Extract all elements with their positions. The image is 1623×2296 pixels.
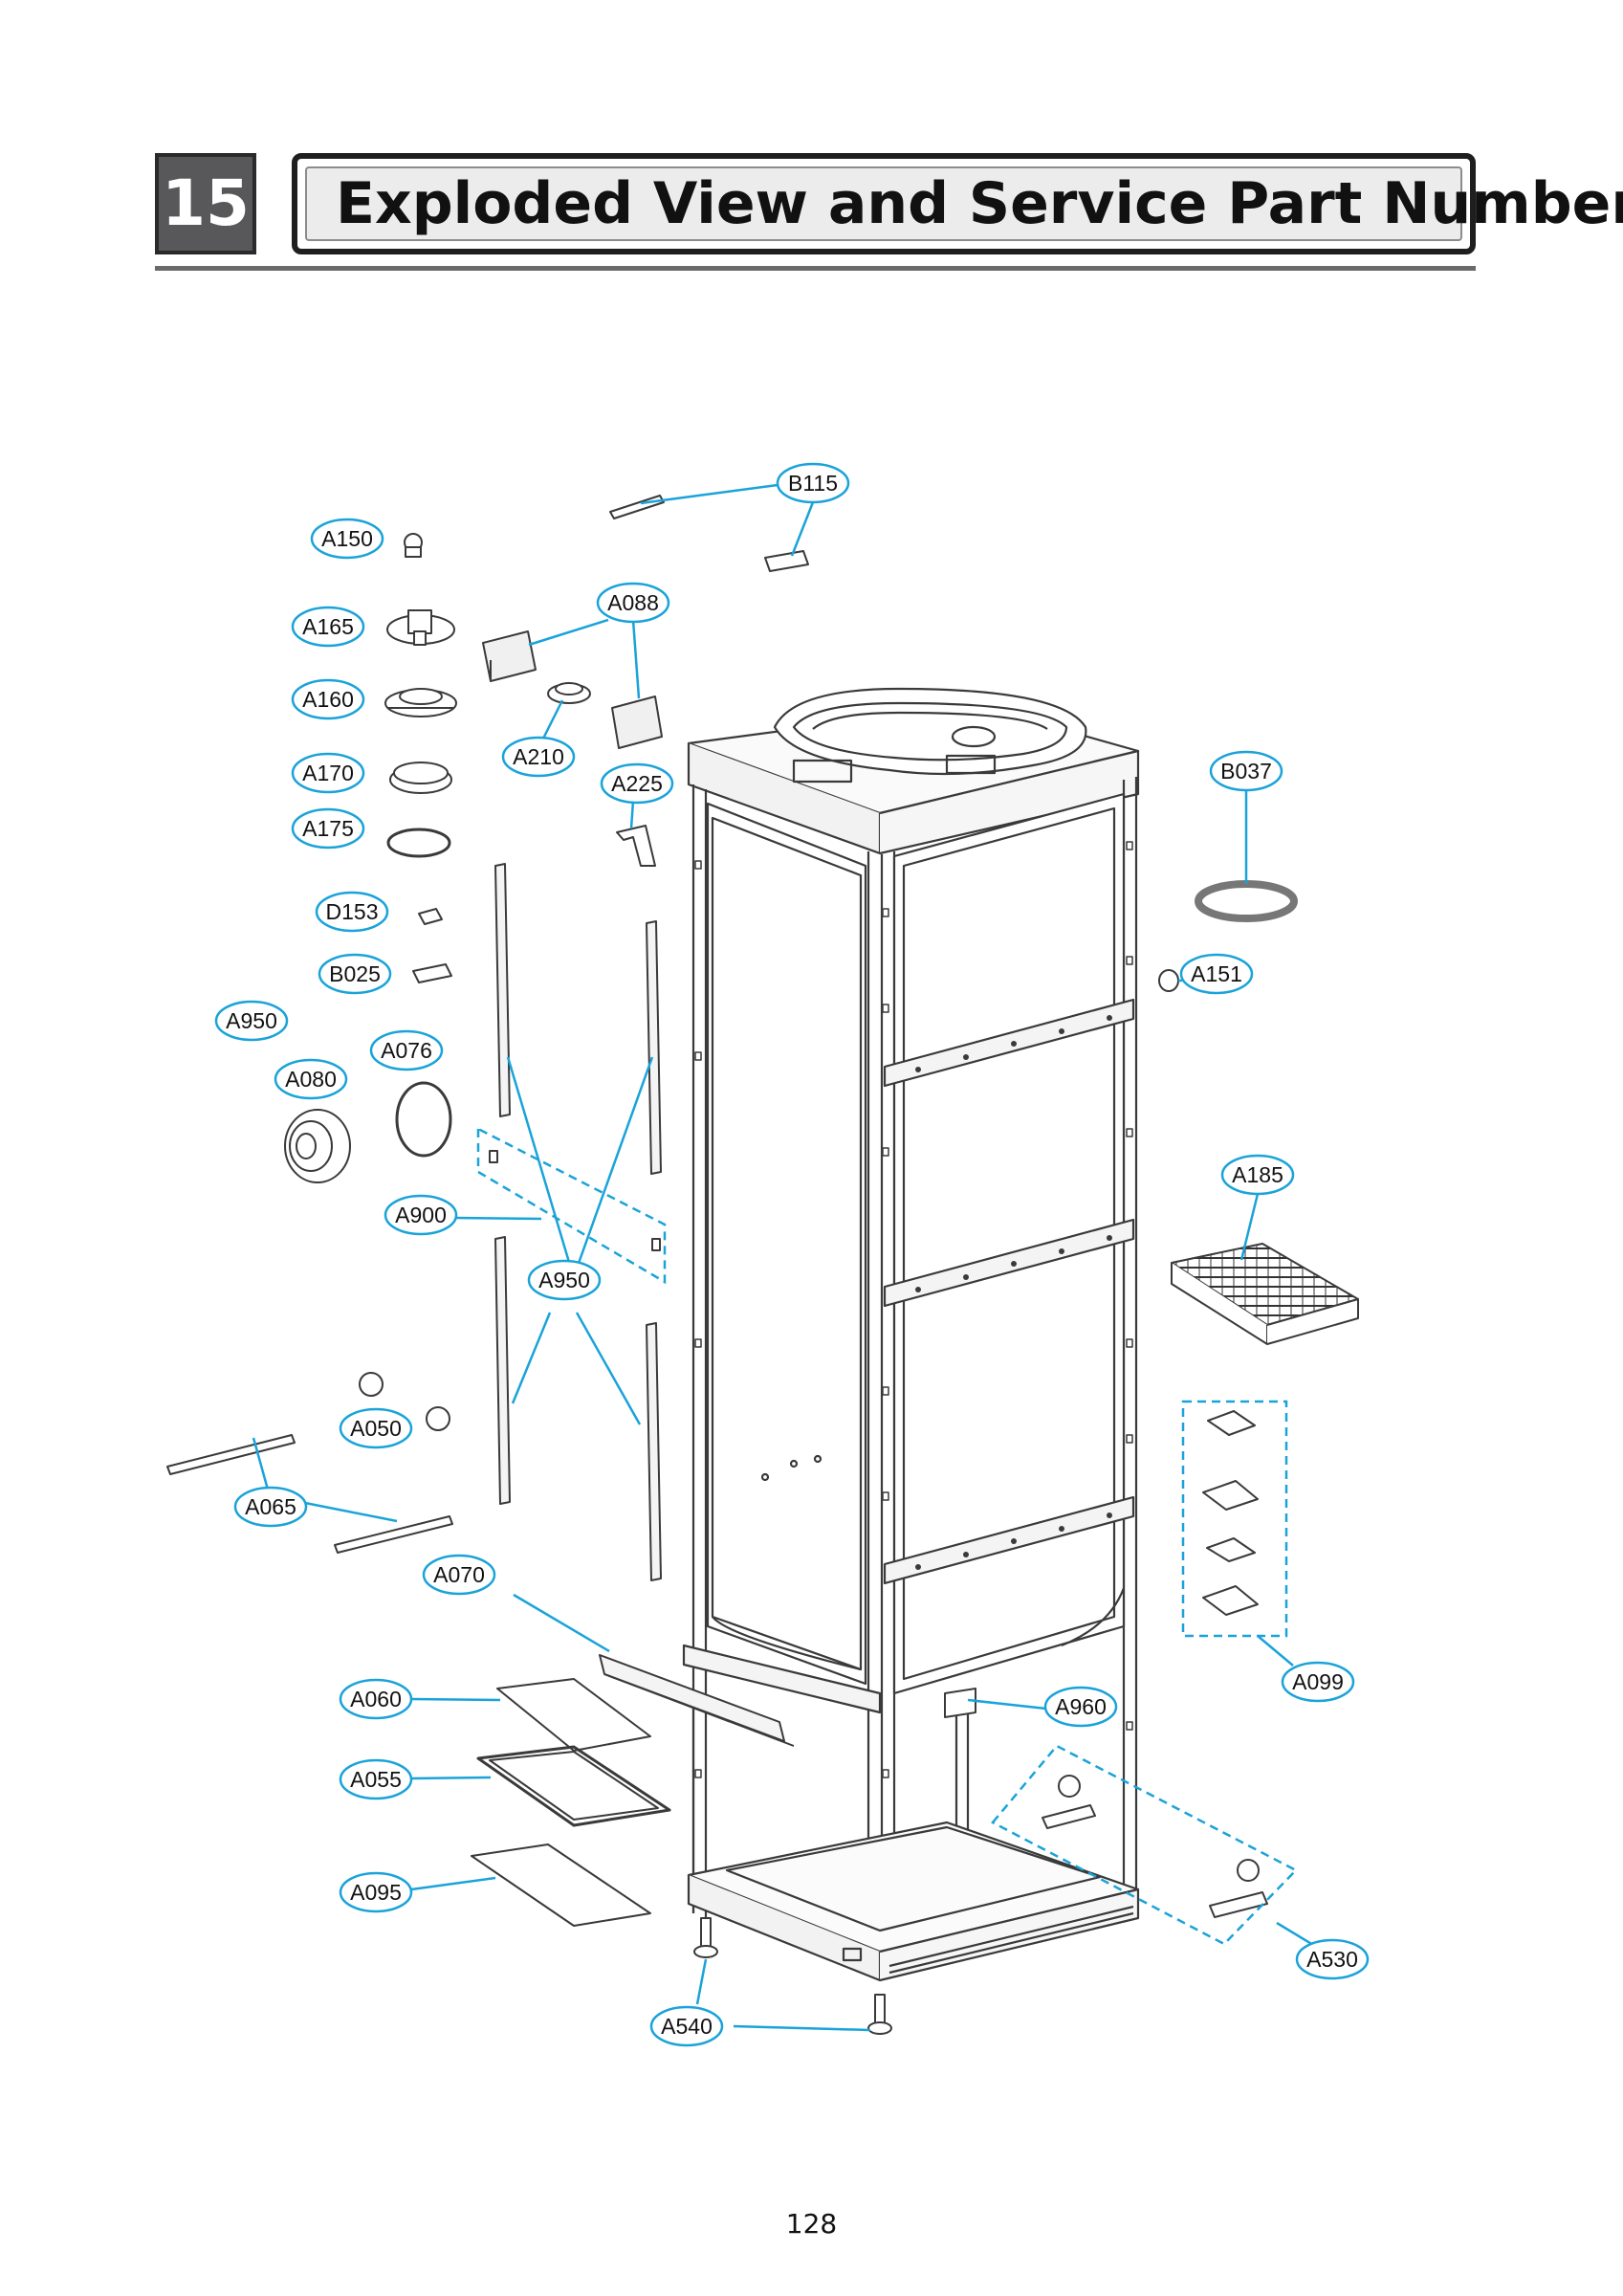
callout-a175: A175 bbox=[302, 816, 354, 841]
callout-a060: A060 bbox=[350, 1687, 402, 1711]
cabinet-frame bbox=[682, 687, 1140, 1982]
a900-group-box bbox=[476, 1126, 667, 1285]
callout-a095: A095 bbox=[350, 1880, 402, 1905]
callout-a950-left: A950 bbox=[226, 1008, 277, 1033]
b115-part-b-icon bbox=[764, 550, 809, 572]
callout-a088: A088 bbox=[607, 590, 659, 615]
callout-a950-center: A950 bbox=[538, 1268, 590, 1292]
callout-a185: A185 bbox=[1232, 1162, 1283, 1187]
callout-b037: B037 bbox=[1220, 759, 1272, 784]
title-inner: Exploded View and Service Part Number bbox=[305, 166, 1623, 241]
title-box: Exploded View and Service Part Number bbox=[292, 153, 1623, 254]
callout-a170: A170 bbox=[302, 761, 354, 785]
callout-a165: A165 bbox=[302, 614, 354, 639]
callout-a076: A076 bbox=[381, 1038, 432, 1063]
callout-a540: A540 bbox=[661, 2014, 713, 2039]
callout-a080: A080 bbox=[285, 1067, 337, 1092]
page-number: 128 bbox=[785, 2208, 838, 2240]
header-rule bbox=[155, 266, 1476, 271]
callout-a065: A065 bbox=[245, 1494, 296, 1519]
parts bbox=[166, 495, 1359, 2035]
callout-a150: A150 bbox=[321, 526, 373, 551]
callout-a530: A530 bbox=[1306, 1947, 1358, 1972]
callout-a050: A050 bbox=[350, 1416, 402, 1441]
callout-a099: A099 bbox=[1292, 1669, 1344, 1694]
page-header: 15 Exploded View and Service Part Number bbox=[0, 0, 1623, 287]
callout-b115: B115 bbox=[788, 471, 838, 496]
callout-a225: A225 bbox=[611, 771, 663, 796]
callout-d153: D153 bbox=[326, 899, 379, 924]
callout-a070: A070 bbox=[433, 1562, 485, 1587]
section-number: 15 bbox=[155, 153, 256, 254]
callout-a960: A960 bbox=[1055, 1694, 1107, 1719]
callout-a900: A900 bbox=[395, 1203, 447, 1227]
b115-part-a-icon bbox=[609, 495, 665, 519]
leader-lines bbox=[252, 483, 1319, 2032]
page-title: Exploded View and Service Part Number bbox=[336, 170, 1623, 237]
callout-b025: B025 bbox=[329, 961, 381, 986]
a099-group-box bbox=[1181, 1400, 1288, 1638]
callout-a151: A151 bbox=[1191, 961, 1242, 986]
callout-a210: A210 bbox=[513, 744, 564, 769]
callout-a160: A160 bbox=[302, 687, 354, 712]
callout-a055: A055 bbox=[350, 1767, 402, 1792]
